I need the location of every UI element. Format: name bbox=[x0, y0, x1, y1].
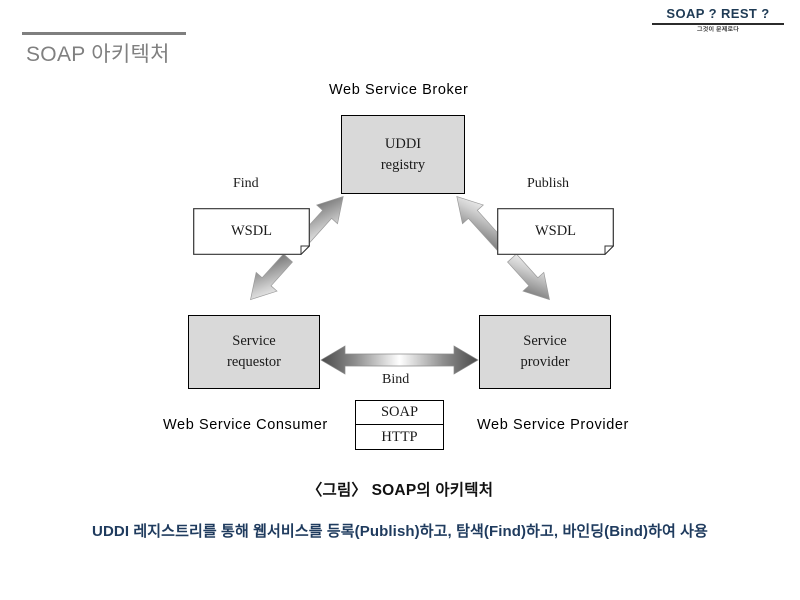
wsdl-left-text: WSDL bbox=[230, 223, 273, 239]
brand-subtitle: 그것이 문제로다 bbox=[697, 27, 739, 33]
service-requestor-line1: Service bbox=[232, 333, 276, 349]
wsdl-document-left[interactable]: WSDL bbox=[193, 208, 310, 255]
arrow-bind-bidirectional bbox=[320, 345, 479, 375]
arrow-registry-to-provider bbox=[507, 253, 550, 301]
service-provider-line1: Service bbox=[523, 333, 567, 349]
protocol-stack-soap-label: SOAP bbox=[380, 404, 419, 420]
uddi-registry-line2: registry bbox=[380, 156, 426, 173]
page-title: SOAP 아키텍처 bbox=[26, 43, 170, 66]
wsdl-right-text: WSDL bbox=[534, 223, 577, 239]
arrow-registry-to-requestor bbox=[250, 253, 293, 301]
uddi-registry-box[interactable]: UDDI registry bbox=[341, 115, 465, 194]
wsdl-left-shape bbox=[193, 208, 310, 255]
service-provider-box[interactable]: Service provider bbox=[479, 315, 611, 389]
broker-label: Web Service Broker bbox=[329, 82, 469, 98]
protocol-stack-http-label: HTTP bbox=[381, 428, 418, 445]
brand-title: SOAP ? REST ? bbox=[666, 6, 770, 21]
service-requestor-line2: requestor bbox=[227, 354, 281, 370]
consumer-label: Web Service Consumer bbox=[163, 417, 328, 433]
figure-caption: 〈그림〉 SOAP의 아키텍처 bbox=[306, 482, 494, 499]
service-provider-line2: provider bbox=[520, 354, 570, 370]
description-caption: UDDI 레지스트리를 통해 웹서비스를 등록(Publish)하고, 탐색(F… bbox=[92, 523, 708, 540]
find-label: Find bbox=[233, 176, 259, 191]
wsdl-document-right[interactable]: WSDL bbox=[497, 208, 614, 255]
publish-label: Publish bbox=[527, 176, 570, 191]
service-requestor-box[interactable]: Service requestor bbox=[188, 315, 320, 389]
bind-label: Bind bbox=[382, 372, 410, 387]
uddi-registry-line1: UDDI bbox=[384, 135, 422, 152]
wsdl-right-shape bbox=[497, 208, 614, 255]
protocol-stack[interactable]: SOAP HTTP bbox=[355, 400, 444, 450]
protocol-stack-soap-row[interactable]: SOAP bbox=[356, 401, 443, 425]
brand-mark: SOAP ? REST ? 그것이 문제로다 bbox=[650, 6, 786, 34]
provider-label: Web Service Provider bbox=[477, 417, 629, 433]
brand-rule bbox=[652, 23, 784, 25]
title-rule bbox=[22, 32, 186, 35]
protocol-stack-http-row[interactable]: HTTP bbox=[356, 425, 443, 449]
